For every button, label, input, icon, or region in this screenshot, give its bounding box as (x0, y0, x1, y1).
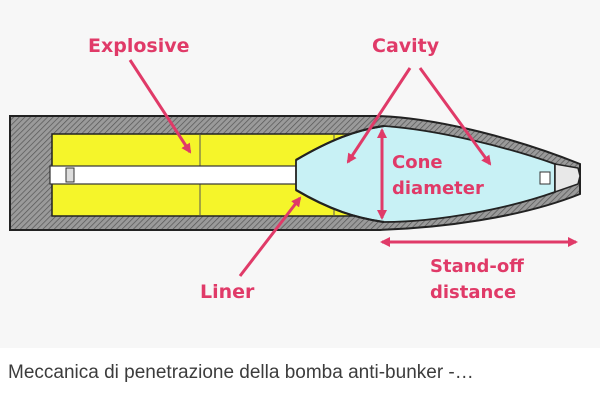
label-cavity: Cavity (372, 35, 440, 57)
tube-plug (65, 167, 75, 183)
detonator-tube (49, 165, 303, 185)
fuze (539, 171, 551, 185)
liner-arrow (238, 196, 302, 277)
label-distance: distance (430, 282, 516, 303)
liner-line (295, 124, 385, 224)
shaped-charge-diagram[interactable]: Explosive Cavity Cone diameter Liner Sta… (0, 0, 600, 348)
label-standoff: Stand-off (430, 256, 524, 277)
diagram-svg: Explosive Cavity Cone diameter Liner Sta… (9, 35, 581, 303)
label-explosive: Explosive (88, 35, 190, 57)
cavity-arrow-right (418, 67, 492, 166)
label-cone: Cone (392, 152, 443, 173)
label-liner: Liner (200, 281, 255, 303)
explosive-arrow (128, 59, 192, 154)
image-caption-link[interactable]: Meccanica di penetrazione della bomba an… (8, 362, 474, 383)
cavity-arrow-left (346, 67, 412, 164)
nose-tip (554, 163, 581, 194)
label-diameter: diameter (392, 178, 484, 199)
